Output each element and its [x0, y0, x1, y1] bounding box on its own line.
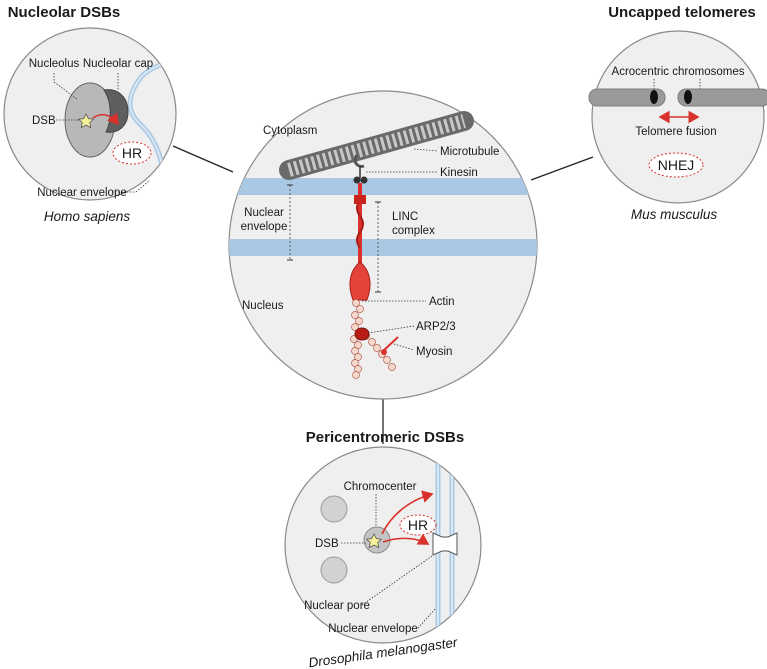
hr-oval-bottom	[399, 514, 437, 536]
kinesin-shape	[353, 154, 365, 168]
nucleolar-cap-label: Nucleolar cap	[83, 58, 153, 70]
telomere-fusion-label: Telomere fusion	[635, 126, 716, 138]
nuclear-pore-shape	[432, 532, 458, 556]
nuclear-envelope-label-center-2: envelope	[241, 221, 288, 233]
hr-label-top-left: HR	[122, 145, 142, 161]
chromosome-right	[677, 88, 767, 107]
panel-center: Cytoplasm Microtubule Kinesin Nuclear en…	[228, 90, 538, 400]
microtubule-label: Microtubule	[440, 146, 499, 158]
connector-lines	[172, 145, 594, 444]
telomere-right	[684, 90, 692, 104]
dsb-relocation-arrow	[92, 112, 119, 126]
actin-label: Actin	[429, 296, 455, 308]
nucleus-label: Nucleus	[242, 300, 284, 312]
hr-label-bottom: HR	[408, 517, 428, 533]
panel-uncapped-telomeres: Uncapped telomeres Acrocentric chromosom…	[588, 4, 767, 222]
chromocenter-blob-1	[320, 495, 348, 523]
dsb-star-icon	[77, 113, 95, 129]
panel-nucleolar-dsbs: Nucleolar DSBs HR Nucleolus Nucleolar ca…	[3, 4, 177, 224]
hr-oval	[112, 141, 152, 165]
telomere-left	[650, 90, 658, 104]
nhej-oval	[648, 152, 704, 178]
dsb-to-pore-arrow	[382, 533, 430, 545]
panel-title-telomeres: Uncapped telomeres	[608, 4, 756, 21]
dsb-label-bottom: DSB	[315, 538, 339, 550]
chromosome-left	[588, 88, 666, 107]
dsb-to-envelope-arrow	[381, 490, 434, 535]
myosin-label: Myosin	[416, 346, 452, 358]
nuclear-envelope-label-center-1: Nuclear	[244, 207, 284, 219]
chromocenter-blob-2	[320, 556, 348, 584]
actin-filament	[350, 299, 396, 379]
dsb-star-icon-bottom	[365, 533, 383, 549]
nucleolus-label: Nucleolus	[29, 58, 80, 70]
arp23-label: ARP2/3	[416, 321, 456, 333]
nuclear-envelope-label-top-left: Nuclear envelope	[37, 187, 127, 199]
nuclear-envelope-label-bottom: Nuclear envelope	[328, 623, 418, 635]
arp23-shape	[354, 327, 370, 341]
chromocenter-label: Chromocenter	[344, 481, 417, 493]
panel-title-pericentromeric: Pericentromeric DSBs	[306, 429, 464, 446]
linc-label-1: LINC	[392, 211, 418, 223]
dsb-label-top-left: DSB	[32, 115, 56, 127]
outer-nuclear-membrane	[229, 178, 537, 195]
inner-nuclear-membrane	[229, 239, 537, 256]
nhej-label: NHEJ	[658, 157, 695, 173]
acrocentric-label: Acrocentric chromosomes	[612, 66, 745, 78]
cytoplasm-label: Cytoplasm	[263, 125, 317, 137]
species-homo-sapiens: Homo sapiens	[44, 209, 131, 224]
panel-title-nucleolar: Nucleolar DSBs	[8, 4, 121, 21]
kinesin-label: Kinesin	[440, 167, 478, 179]
species-mus-musculus: Mus musculus	[631, 207, 718, 222]
linc-label-2: complex	[392, 225, 435, 237]
nuclear-pore-label: Nuclear pore	[304, 600, 370, 612]
panel-pericentromeric-dsbs: Pericentromeric DSBs HR Chromocenter DSB…	[284, 429, 482, 669]
